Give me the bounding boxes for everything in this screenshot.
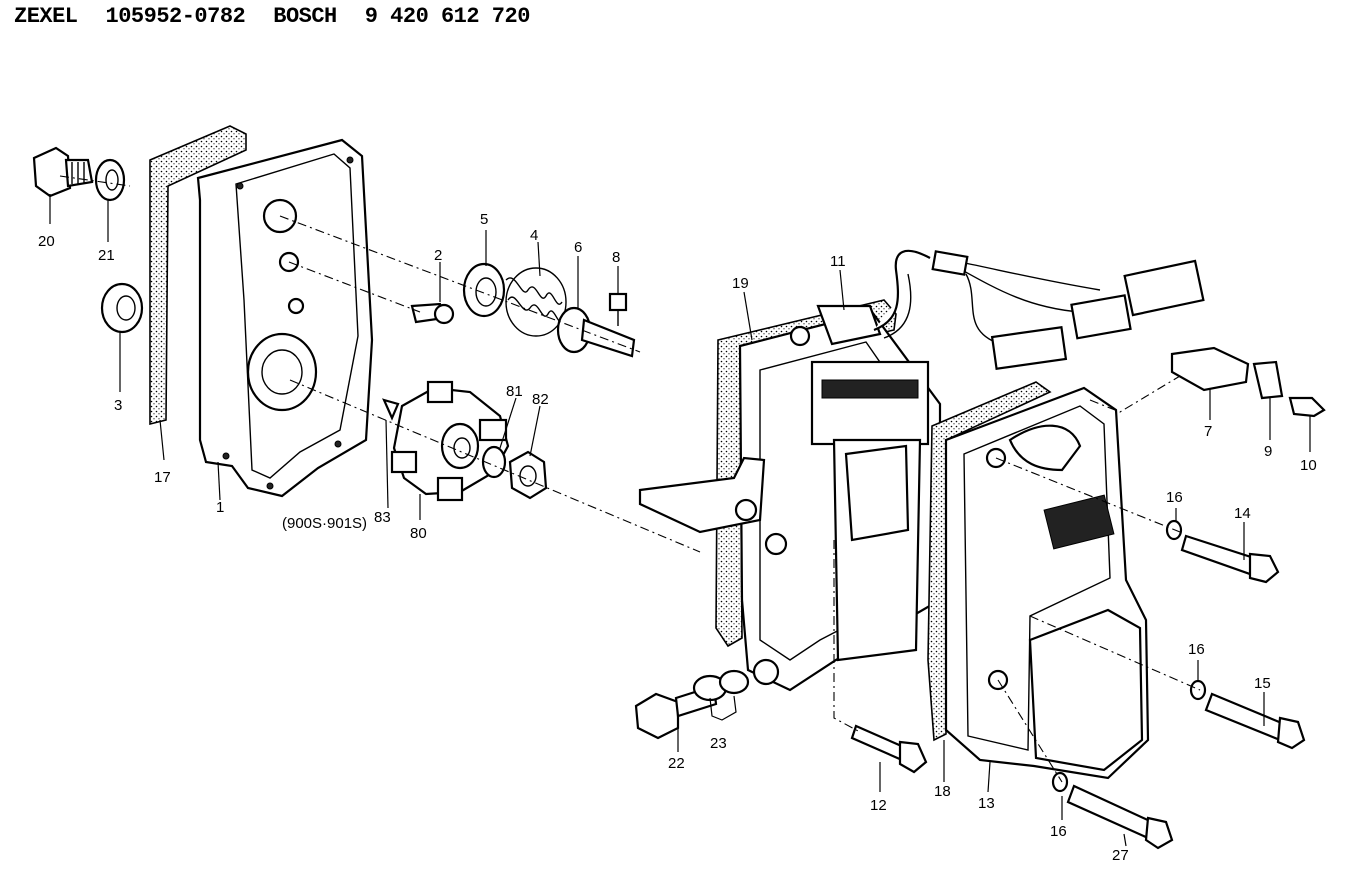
callout-82: 82	[532, 391, 549, 408]
callout-14: 14	[1234, 505, 1251, 522]
callout-3: 3	[114, 397, 122, 414]
callout-81: 81	[506, 383, 523, 400]
callout-4: 4	[530, 227, 538, 244]
terminal-9	[1252, 360, 1284, 400]
washer-21	[94, 158, 126, 202]
callout-21: 21	[98, 247, 115, 264]
bolt-2	[410, 302, 455, 325]
axis-line-14	[995, 457, 1181, 533]
callout-12: 12	[870, 797, 887, 814]
cup-5	[462, 262, 506, 318]
bolt-12	[850, 724, 928, 774]
callout-20: 20	[38, 233, 55, 250]
nut-82	[508, 450, 548, 500]
callout-83-note: (900S·901S)	[282, 515, 367, 532]
callout-5: 5	[480, 211, 488, 228]
axis-line-7	[1089, 375, 1181, 413]
axis-line-15	[1029, 615, 1201, 691]
axis-line-12	[833, 540, 861, 733]
callout-10: 10	[1300, 457, 1317, 474]
key-83	[382, 398, 400, 421]
screw-14	[1165, 519, 1280, 584]
callout-17: 17	[154, 469, 171, 486]
axis-line-bolt-2	[288, 261, 421, 313]
callout-6: 6	[574, 239, 582, 256]
callout-11: 11	[830, 253, 846, 270]
callout-13: 13	[978, 795, 995, 812]
washer-23	[692, 669, 750, 702]
gasket-17	[149, 125, 247, 426]
callout-22: 22	[668, 755, 685, 772]
actuator-body	[638, 304, 942, 692]
screw-8	[608, 292, 628, 326]
callout-16-lower: 16	[1050, 823, 1067, 840]
callout-16-upper: 16	[1166, 489, 1183, 506]
callout-23: 23	[710, 735, 727, 752]
callout-27: 27	[1112, 847, 1129, 864]
axis-line-rotor	[289, 379, 701, 553]
callout-80: 80	[410, 525, 427, 542]
callout-83: 83	[374, 509, 391, 526]
brand-label: ZEXEL	[14, 4, 78, 29]
axis-line-spring	[279, 215, 641, 353]
callout-1: 1	[216, 499, 224, 516]
zexel-part-number: 105952-0782	[105, 4, 246, 29]
diagram-header: ZEXEL 105952-0782 BOSCH 9 420 612 720	[14, 4, 530, 34]
leader-lines	[49, 194, 1311, 847]
screw-15	[1189, 679, 1306, 750]
seal-3	[100, 282, 144, 334]
callout-8: 8	[612, 249, 620, 266]
callout-7: 7	[1204, 423, 1212, 440]
bosch-part-number: 9 420 612 720	[364, 4, 531, 29]
spring-4	[505, 267, 567, 337]
callout-9: 9	[1264, 443, 1272, 460]
rotor-80	[390, 380, 510, 502]
axis-line-27	[997, 679, 1063, 783]
bracket-7	[1170, 346, 1250, 392]
axis-line-20-21	[59, 175, 131, 187]
lever-6	[556, 306, 636, 358]
callout-19: 19	[732, 275, 749, 292]
screw-10	[1288, 396, 1326, 418]
washer-81	[481, 445, 507, 479]
callout-15: 15	[1254, 675, 1271, 692]
callout-2: 2	[434, 247, 442, 264]
callout-16-middle: 16	[1188, 641, 1205, 658]
callout-18: 18	[934, 783, 951, 800]
plug-20	[32, 146, 94, 198]
housing-1	[196, 138, 374, 498]
harness-11	[873, 249, 1205, 370]
cover-13	[944, 386, 1150, 780]
oem-label: BOSCH	[273, 4, 337, 29]
screw-27	[1051, 771, 1174, 850]
